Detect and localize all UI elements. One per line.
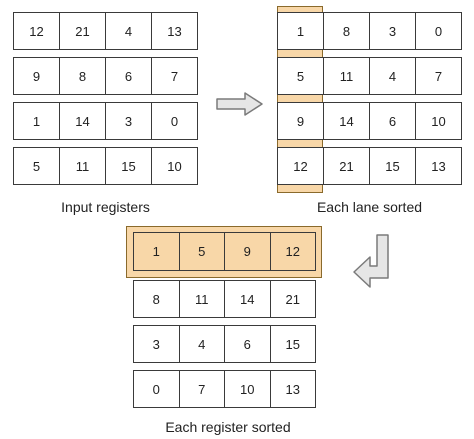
register-row: 1 14 3 0: [13, 102, 198, 140]
register-cell: 13: [167, 23, 182, 39]
register-row: 0 7 10 13: [133, 370, 316, 408]
register-row: 1 8 3 0: [277, 12, 462, 50]
register-cell: 8: [134, 281, 180, 317]
register-cell: 1: [134, 233, 180, 270]
register-cell: 14: [225, 281, 271, 317]
register-row: 5 11 15 10: [13, 147, 198, 185]
register-cell: 0: [434, 23, 443, 39]
register-cell: 13: [431, 158, 446, 174]
register-cell: 5: [14, 148, 60, 184]
register-cell: 10: [167, 158, 182, 174]
register-cell: 11: [324, 58, 370, 94]
register-cell: 4: [106, 13, 152, 49]
register-cell: 12: [278, 148, 324, 184]
register-cell: 8: [60, 58, 106, 94]
register-row: 8 11 14 21: [133, 280, 316, 318]
register-row: 12 21 15 13: [277, 147, 462, 185]
register-cell: 10: [225, 371, 271, 407]
lane-sorted-caption: Each lane sorted: [316, 199, 423, 215]
register-row: 9 8 6 7: [13, 57, 198, 95]
register-cell: 5: [278, 58, 324, 94]
register-cell: 11: [180, 281, 225, 317]
register-cell: 7: [170, 68, 179, 84]
register-cell: 1: [14, 103, 60, 139]
register-cell: 0: [170, 113, 179, 129]
register-row: 3 4 6 15: [133, 325, 316, 363]
register-cell: 6: [225, 326, 271, 362]
register-cell: 6: [370, 103, 416, 139]
register-cell: 12: [285, 244, 300, 259]
register-cell: 8: [324, 13, 370, 49]
register-row: 5 11 4 7: [277, 57, 462, 95]
input-registers-caption: Input registers: [61, 199, 150, 215]
register-cell: 21: [324, 148, 370, 184]
register-cell: 4: [180, 326, 225, 362]
register-cell: 0: [134, 371, 180, 407]
down-left-arrow-icon: [353, 234, 389, 288]
sorted-register-highlight: [126, 226, 322, 278]
register-cell: 15: [370, 148, 416, 184]
register-cell: 3: [106, 103, 152, 139]
register-cell: 7: [434, 68, 443, 84]
register-cell: 3: [370, 13, 416, 49]
register-row: 1 5 9 12: [133, 232, 316, 271]
register-cell: 9: [14, 58, 60, 94]
register-cell: 5: [180, 233, 225, 270]
register-cell: 21: [60, 13, 106, 49]
register-cell: 13: [285, 381, 300, 397]
register-cell: 11: [60, 148, 106, 184]
register-cell: 21: [285, 291, 300, 307]
register-cell: 15: [106, 148, 152, 184]
register-cell: 4: [370, 58, 416, 94]
register-cell: 12: [14, 13, 60, 49]
register-cell: 15: [285, 336, 300, 352]
register-cell: 9: [225, 233, 271, 270]
register-cell: 14: [324, 103, 370, 139]
register-cell: 14: [60, 103, 106, 139]
right-arrow-icon: [216, 92, 263, 116]
register-row: 12 21 4 13: [13, 12, 198, 50]
register-cell: 1: [278, 13, 324, 49]
register-cell: 3: [134, 326, 180, 362]
register-cell: 10: [431, 113, 446, 129]
register-cell: 9: [278, 103, 324, 139]
register-row: 9 14 6 10: [277, 102, 462, 140]
register-cell: 7: [180, 371, 225, 407]
register-sorted-caption: Each register sorted: [165, 419, 291, 435]
register-cell: 6: [106, 58, 152, 94]
